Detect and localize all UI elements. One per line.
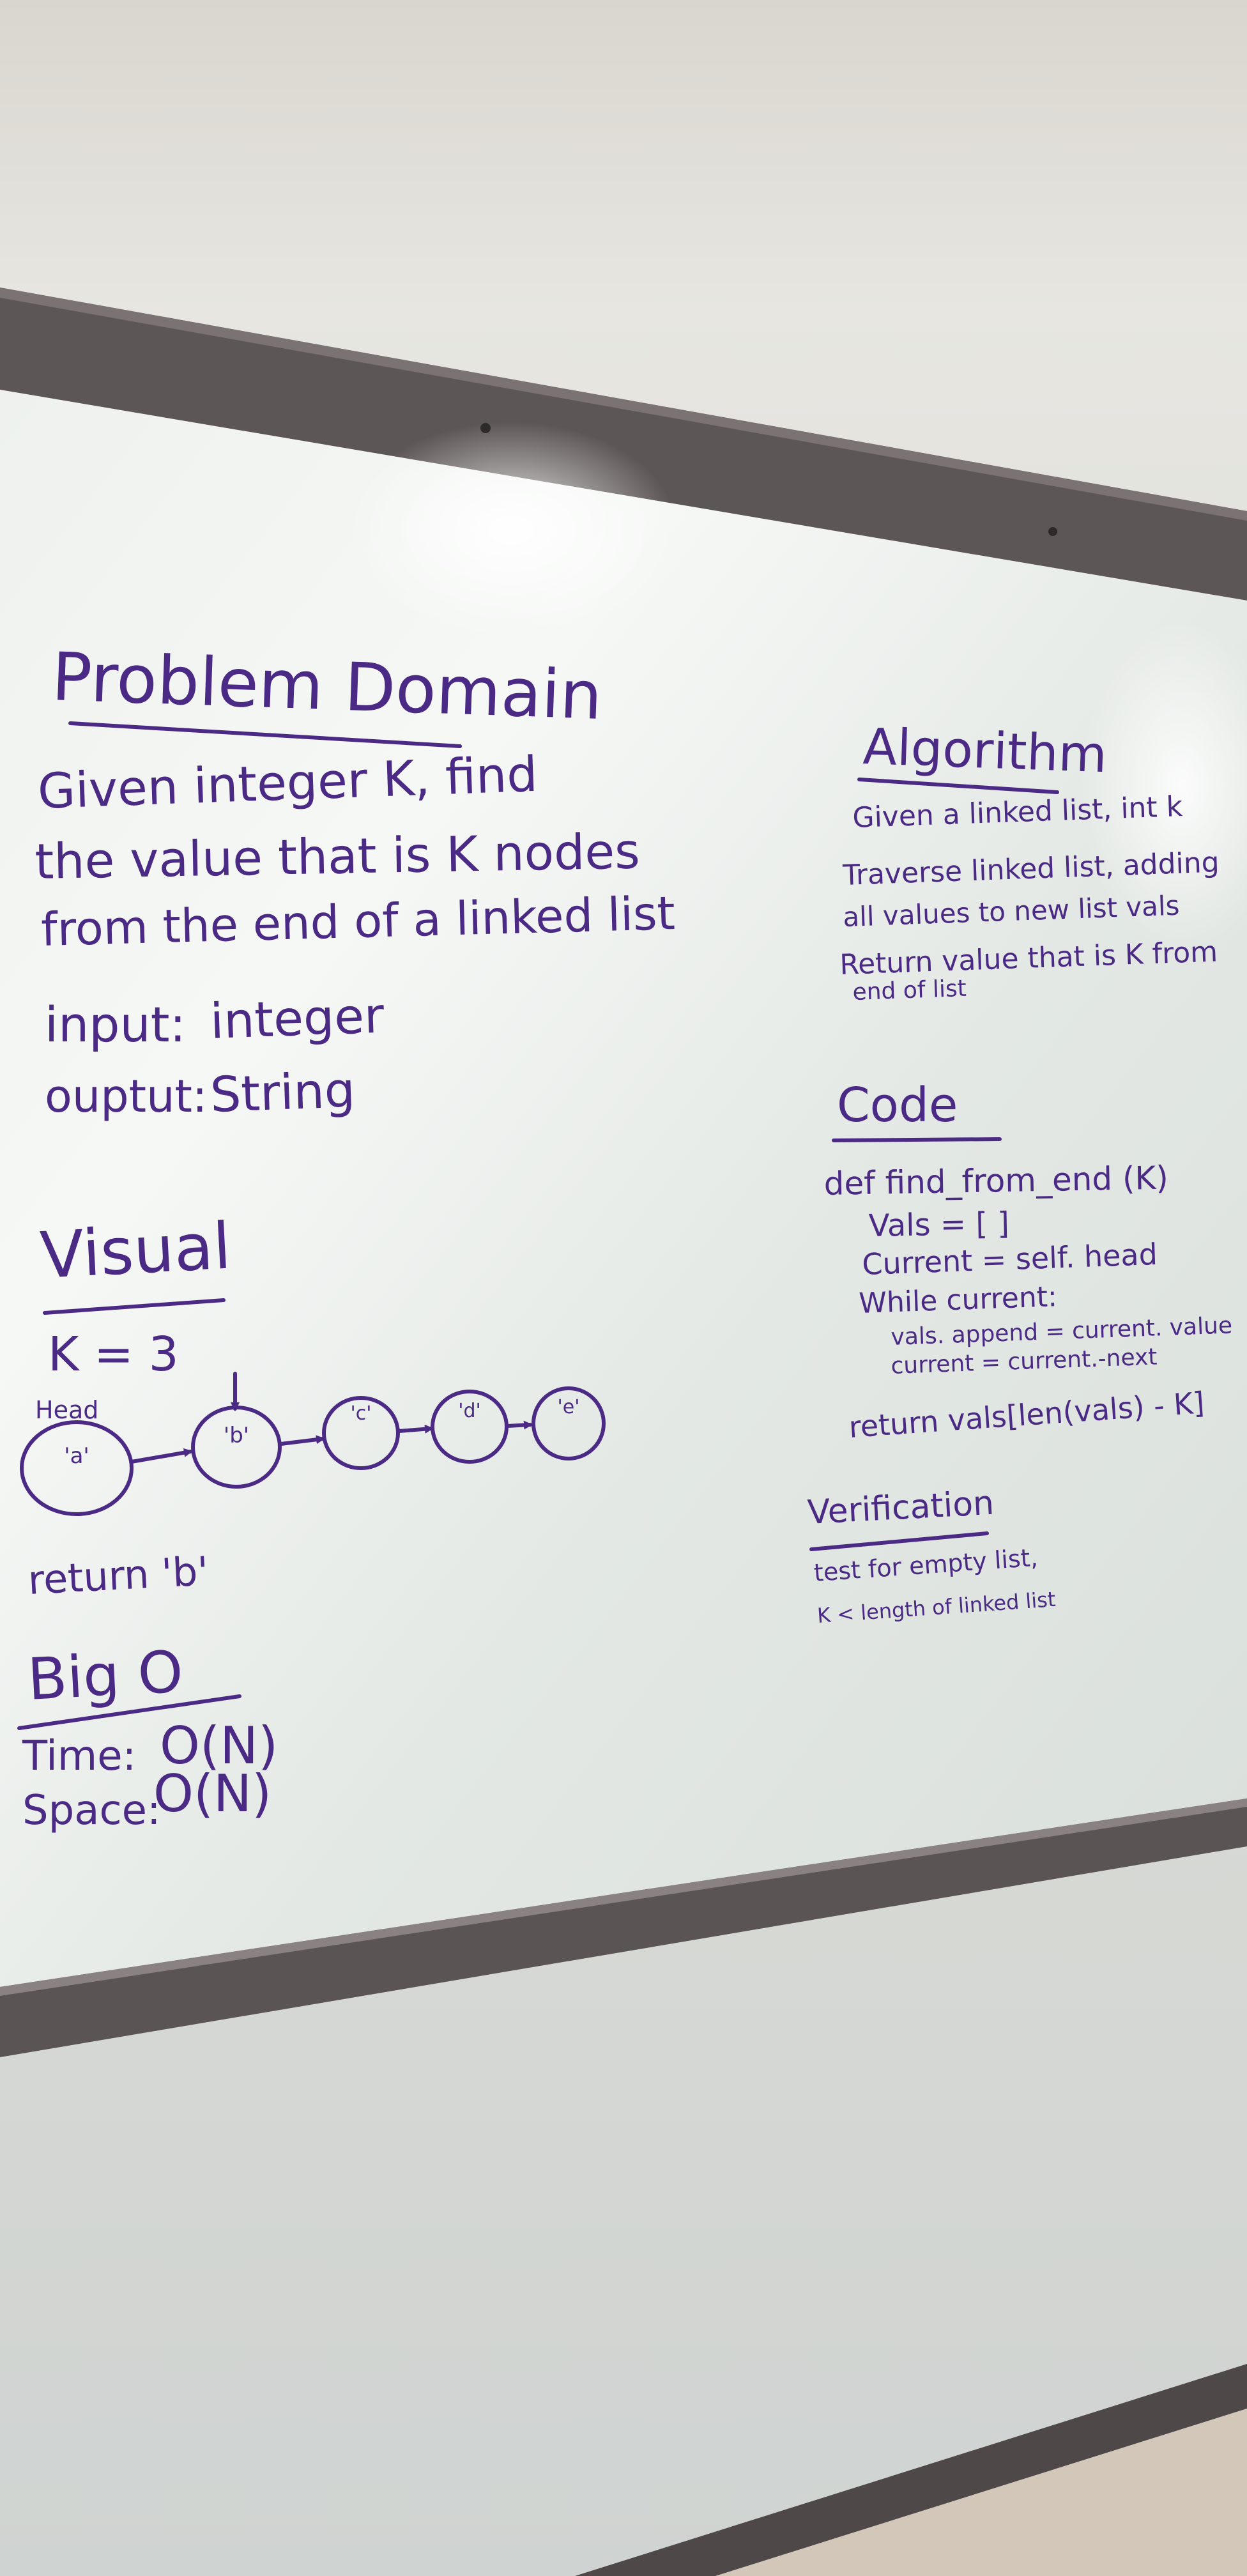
list-node-b-label: 'b'	[224, 1423, 249, 1448]
light-glare	[345, 422, 677, 639]
list-node-a-label: 'a'	[64, 1443, 89, 1469]
algorithm-line-5: end of list	[852, 976, 967, 1006]
visual-section: Visual K = 3 Head 'a' 'b' 'c' 'd' 'e' re…	[20, 1209, 606, 1604]
list-link-arrow	[279, 1435, 325, 1446]
list-node-c-label: 'c'	[351, 1402, 372, 1425]
visual-heading: Visual	[38, 1209, 233, 1293]
list-link-arrow	[505, 1420, 533, 1430]
whiteboard-surface	[0, 390, 1247, 1987]
space-value: O(N)	[153, 1764, 272, 1823]
problem-description-line-2: the value that is K nodes	[34, 822, 641, 890]
screw	[480, 423, 491, 433]
list-link-arrow	[397, 1424, 434, 1434]
list-node-e-label: 'e'	[558, 1396, 580, 1418]
bottom-frame-highlight	[0, 1798, 1247, 1996]
time-label: Time:	[22, 1733, 136, 1780]
bottom-frame-rail	[0, 1798, 1247, 2057]
time-value: O(N)	[160, 1716, 278, 1775]
algorithm-heading: Algorithm	[862, 718, 1108, 784]
code-line-1: def find_from_end (K)	[823, 1160, 1168, 1202]
top-frame-rail	[0, 288, 1247, 601]
return-value: return 'b'	[27, 1547, 210, 1604]
big-o-heading: Big O	[26, 1638, 185, 1713]
list-link-arrow	[130, 1448, 193, 1464]
list-node-b	[191, 1406, 282, 1489]
output-label: ouptut:	[45, 1070, 207, 1123]
top-frame-highlight	[0, 288, 1247, 521]
code-line-2: Vals = [ ]	[868, 1206, 1009, 1244]
code-line-4: While current:	[859, 1280, 1058, 1320]
output-value: String	[210, 1061, 356, 1123]
code-heading: Code	[837, 1078, 958, 1133]
big-o-section: Big O Time: O(N) Space: O(N)	[17, 1638, 278, 1834]
list-node-d-label: 'd'	[458, 1400, 481, 1422]
list-node-e	[532, 1386, 606, 1460]
space-label: Space:	[22, 1787, 161, 1834]
list-node-c	[322, 1396, 400, 1470]
list-node-a	[20, 1420, 134, 1516]
floor	[715, 2409, 1247, 2576]
problem-domain-heading: Problem Domain	[50, 638, 604, 735]
floor-frame	[575, 2364, 1247, 2576]
head-label: Head	[35, 1396, 98, 1424]
k-value: K = 3	[48, 1327, 179, 1382]
input-value: integer	[210, 987, 386, 1050]
screw	[1048, 527, 1057, 536]
input-label: input:	[45, 996, 186, 1053]
light-glare-right	[1080, 620, 1247, 952]
